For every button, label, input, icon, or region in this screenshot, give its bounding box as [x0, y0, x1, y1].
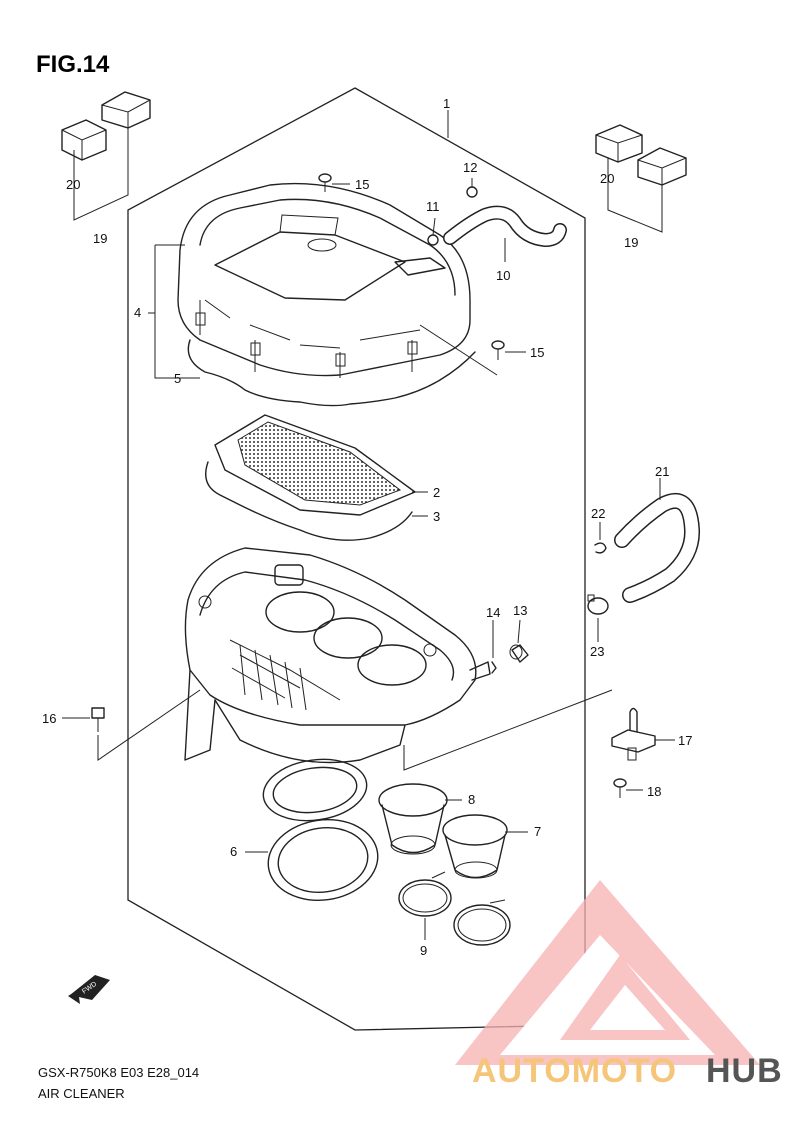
callout-19-left: 19 — [93, 231, 107, 246]
drain-hose — [614, 492, 701, 603]
filter-element — [214, 414, 416, 516]
screw-18 — [613, 778, 627, 798]
callout-18: 18 — [647, 784, 661, 799]
filter-seal — [205, 461, 413, 541]
callout-8: 8 — [468, 792, 475, 807]
callout-14: 14 — [486, 605, 500, 620]
connector-set-left — [61, 91, 151, 161]
callout-17: 17 — [678, 733, 692, 748]
fwd-direction-badge — [68, 975, 110, 1004]
leader-lines — [62, 110, 675, 940]
callout-2: 2 — [433, 485, 440, 500]
callout-12: 12 — [463, 160, 477, 175]
callout-1: 1 — [443, 96, 450, 111]
clamps — [398, 871, 511, 946]
hose-clip-12 — [466, 186, 478, 198]
callout-13: 13 — [513, 603, 527, 618]
section-name: AIR CLEANER — [38, 1086, 125, 1101]
hose-clip-22 — [594, 542, 607, 554]
callout-15-side: 15 — [530, 345, 544, 360]
callout-5: 5 — [174, 371, 181, 386]
callout-6: 6 — [230, 844, 237, 859]
intake-seal — [267, 818, 379, 902]
watermark-text-brand: AUTOMOTO — [472, 1052, 677, 1090]
hose-clip-11 — [427, 234, 439, 246]
callout-4: 4 — [134, 305, 141, 320]
hose-clamp-23 — [587, 594, 609, 615]
intake-duct — [262, 758, 368, 822]
watermark-logo — [455, 880, 760, 1065]
connector-set-right — [595, 124, 687, 186]
figure-title: FIG.14 — [36, 51, 110, 78]
callout-22: 22 — [591, 506, 605, 521]
screw-15-side — [491, 340, 505, 360]
callout-7: 7 — [534, 824, 541, 839]
clip-14 — [491, 661, 497, 674]
callout-16: 16 — [42, 711, 56, 726]
intake-funnel-8 — [378, 783, 448, 855]
intake-funnel-7 — [442, 814, 508, 879]
callout-21: 21 — [655, 464, 669, 479]
callout-19-right: 19 — [624, 235, 638, 250]
air-cleaner-case — [184, 547, 491, 764]
callout-11: 11 — [426, 199, 440, 214]
air-cleaner-cap — [177, 182, 471, 378]
assembly-frame — [127, 87, 586, 1031]
bolt-16 — [91, 707, 105, 732]
watermark-text-suffix: HUB — [706, 1052, 783, 1090]
breather-hose — [443, 205, 567, 248]
cap-seal — [187, 339, 476, 407]
callout-3: 3 — [433, 509, 440, 524]
callout-20-right: 20 — [600, 171, 614, 186]
callout-15-top: 15 — [355, 177, 369, 192]
screw-15-top — [318, 173, 332, 192]
model-code: GSX-R750K8 E03 E28_014 — [38, 1065, 199, 1080]
callout-20-left: 20 — [66, 177, 80, 192]
drain-plug-13 — [509, 644, 529, 663]
callout-9: 9 — [420, 943, 427, 958]
callout-10: 10 — [496, 268, 510, 283]
bracket-17 — [611, 707, 656, 761]
callout-23: 23 — [590, 644, 604, 659]
